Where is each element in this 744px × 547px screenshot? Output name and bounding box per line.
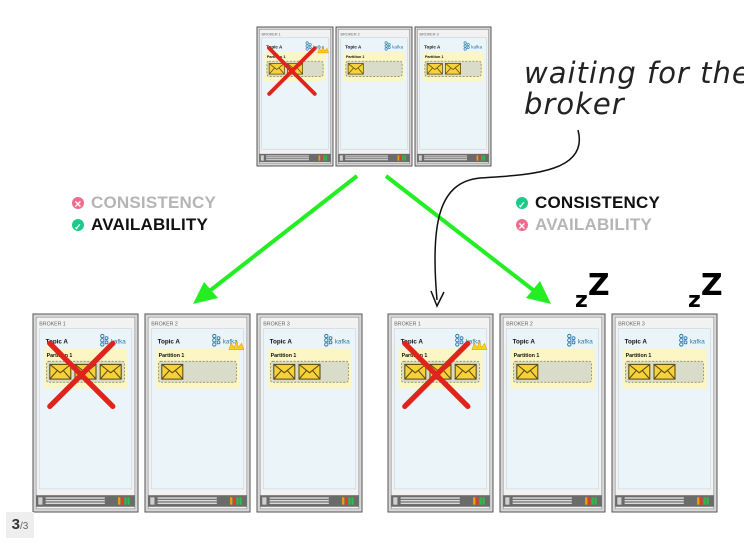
topic-label: Topic A [424, 44, 441, 49]
legend-right-availability: AVAILABILITY [516, 214, 660, 237]
legend-left-consistency: CONSISTENCY [72, 192, 216, 215]
partition-label: Partition 1 [425, 55, 444, 59]
broker-label: BROKER 3 [618, 322, 645, 328]
kafka-logo-text: kafka [466, 338, 482, 345]
message-envelope-icon [347, 63, 364, 75]
message-envelope-icon [454, 363, 477, 380]
message-envelope-icon [49, 363, 72, 380]
legend-left: CONSISTENCY AVAILABILITY [72, 192, 216, 238]
topic-label: Topic A [513, 338, 536, 345]
broker-label: BROKER 2 [151, 322, 178, 328]
message-envelope-icon [404, 363, 427, 380]
message-envelope-icon [161, 363, 184, 380]
topic-label: Topic A [401, 338, 424, 345]
message-envelope-icon [99, 363, 122, 380]
partition-label: Partition 1 [514, 353, 540, 359]
broker-label: BROKER 3 [420, 32, 439, 36]
kafka-logo-text: kafka [313, 44, 324, 49]
sleep-icon: zZ [575, 268, 610, 313]
failed-cross-icon [402, 340, 471, 410]
arrow-to-right [384, 174, 551, 304]
message-envelope-icon [653, 363, 676, 380]
message-envelope-icon [268, 63, 285, 75]
topic-label: Topic A [46, 338, 69, 345]
partition-label: Partition 1 [626, 353, 652, 359]
broker-label: BROKER 3 [263, 322, 290, 328]
failed-cross-icon [267, 46, 317, 96]
partition-label: Partition 1 [346, 55, 365, 59]
kafka-logo-text: kafka [690, 338, 706, 345]
kafka-logo-text: kafka [578, 338, 594, 345]
kafka-logo-text: kafka [335, 338, 351, 345]
partition-label: Partition 1 [271, 353, 297, 359]
note-pointer [430, 129, 581, 308]
message-envelope-icon [445, 63, 461, 75]
kafka-logo-text: kafka [223, 338, 239, 345]
arrow-to-left [193, 174, 359, 304]
broker-label: BROKER 1 [394, 322, 421, 328]
legend-right-consistency: CONSISTENCY [516, 192, 660, 216]
kafka-logo-text: kafka [392, 44, 403, 49]
kafka-logo-text: kafka [111, 338, 127, 345]
broker-label: BROKER 2 [506, 322, 533, 328]
handwritten-note: waiting for the broker [524, 56, 744, 121]
legend-right: CONSISTENCY AVAILABILITY [516, 192, 660, 237]
check-icon [516, 194, 528, 216]
kafka-logo-text: kafka [471, 44, 482, 49]
sleep-icon: zZ [688, 268, 723, 313]
failed-cross-icon [47, 340, 116, 410]
message-envelope-icon [426, 63, 443, 75]
leader-crown-icon [228, 340, 245, 351]
broker-label: BROKER 2 [341, 32, 360, 36]
topic-label: Topic A [345, 44, 362, 49]
message-envelope-icon [628, 363, 651, 380]
cross-icon [72, 193, 84, 215]
message-envelope-icon [516, 363, 539, 380]
cross-icon [516, 215, 528, 237]
page-indicator[interactable]: 3/3 [6, 512, 34, 538]
topic-label: Topic A [625, 338, 648, 345]
broker-label: BROKER 1 [262, 32, 281, 36]
topic-label: Topic A [270, 338, 293, 345]
message-envelope-icon [298, 363, 321, 380]
broker-label: BROKER 1 [39, 322, 66, 328]
partition-label: Partition 1 [159, 353, 185, 359]
topic-label: Topic A [158, 338, 181, 345]
check-icon [72, 216, 84, 238]
leader-crown-icon [471, 340, 488, 351]
legend-left-availability: AVAILABILITY [72, 214, 216, 238]
leader-crown-icon [317, 45, 329, 54]
topic-label: Topic A [266, 44, 283, 49]
message-envelope-icon [273, 363, 296, 380]
